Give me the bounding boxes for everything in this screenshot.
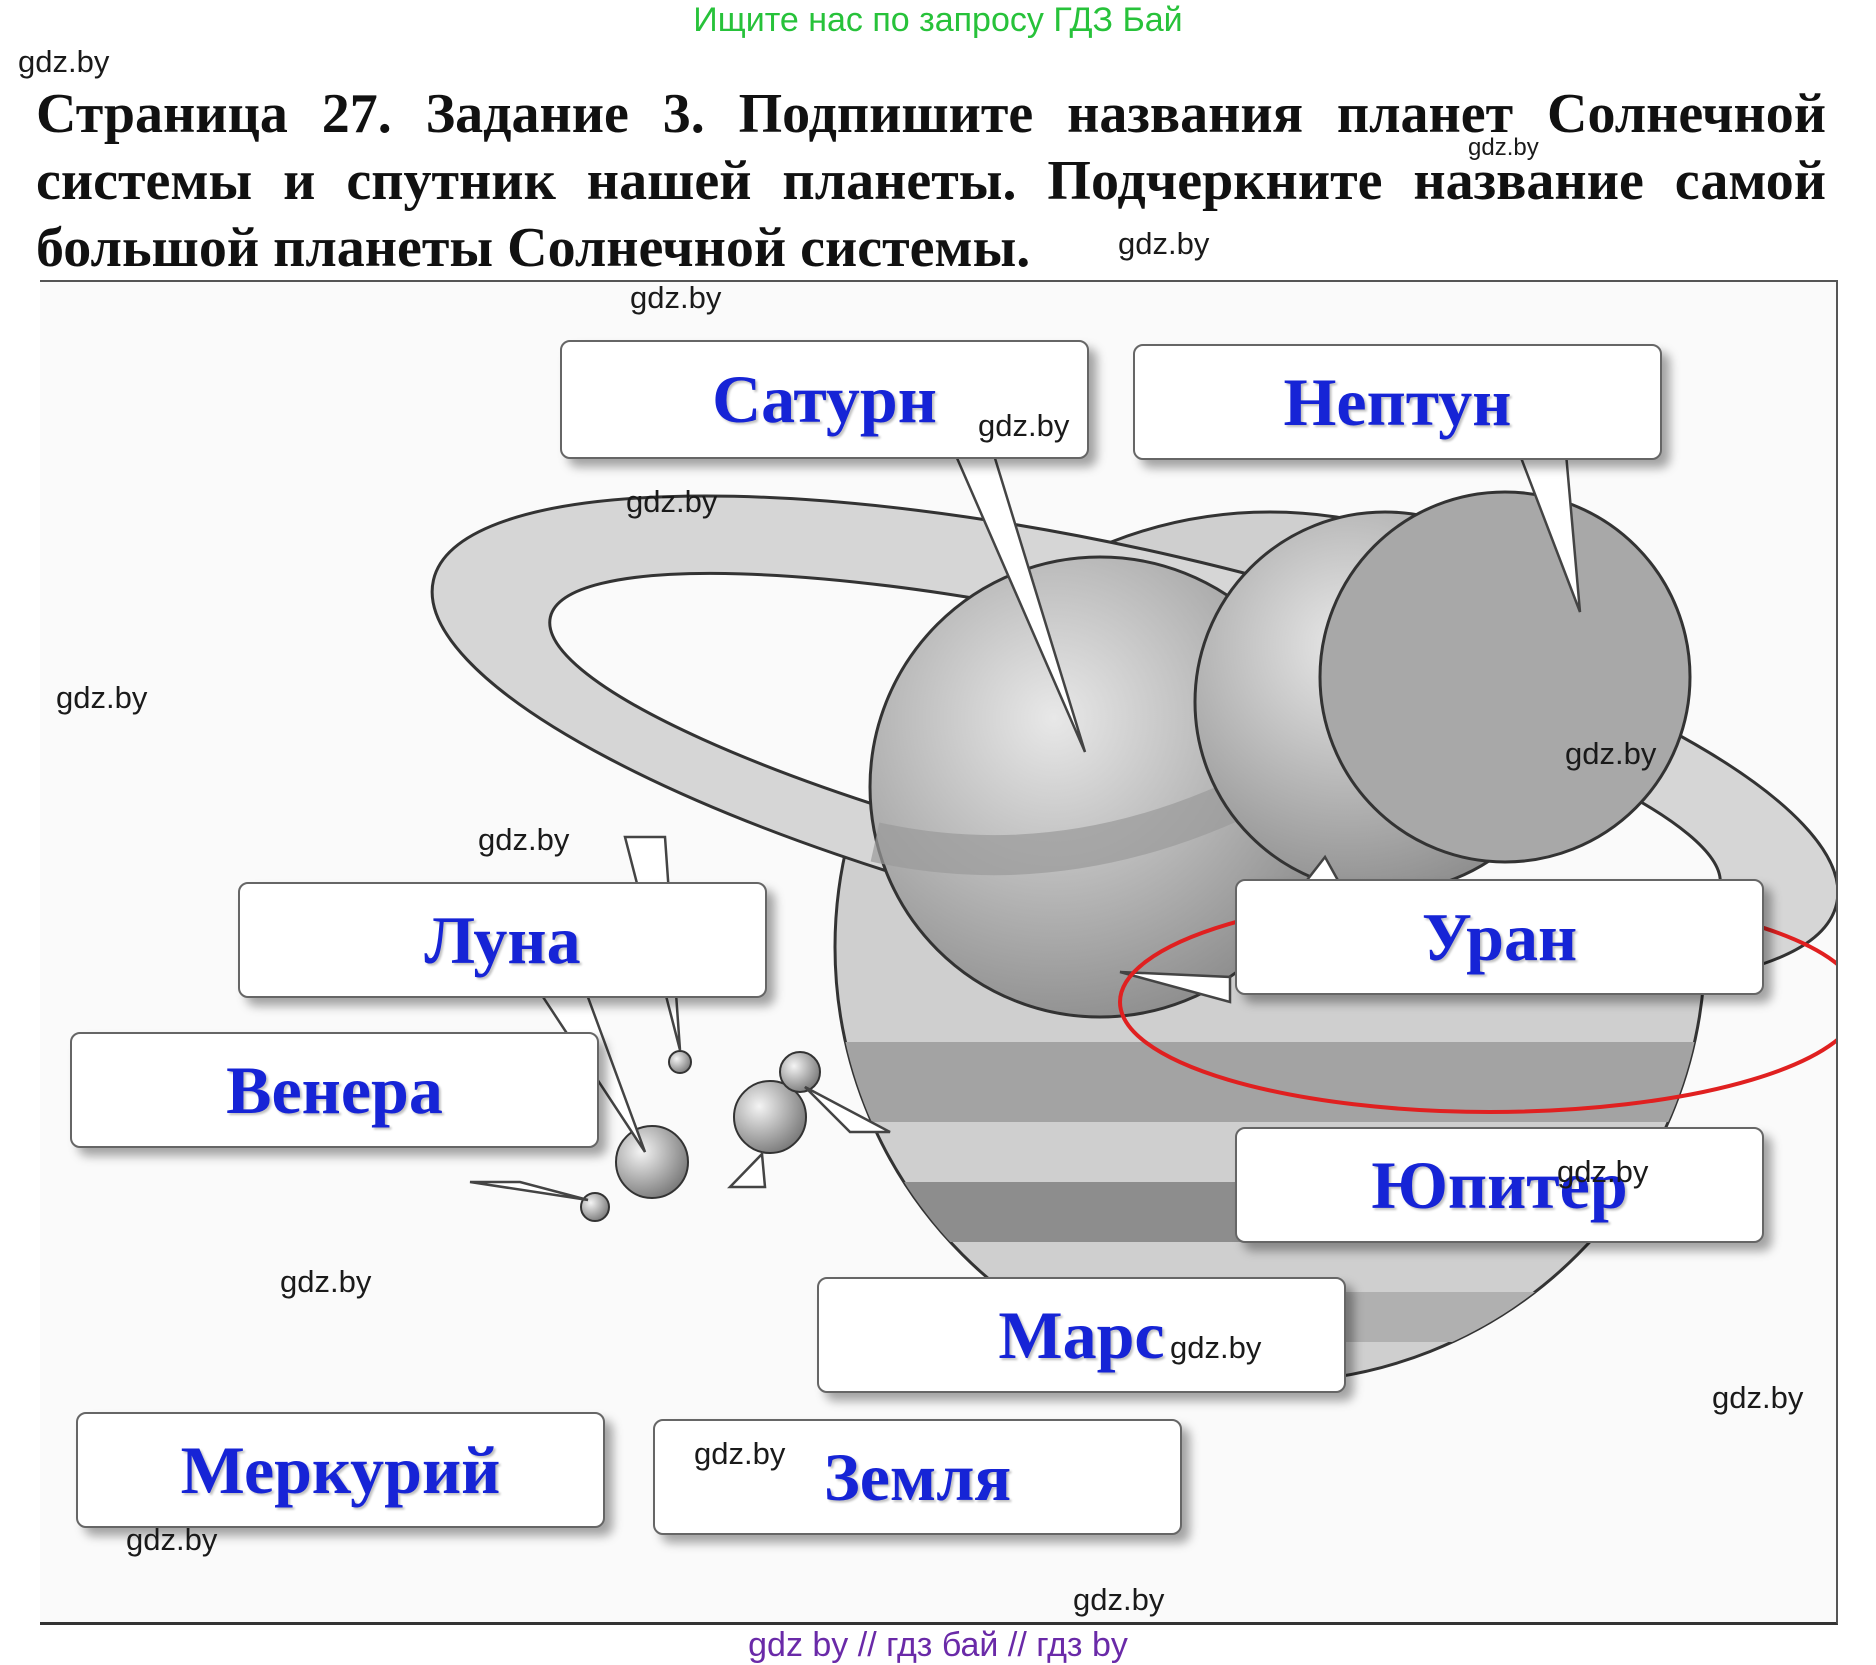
label-mars-text: Марс: [998, 1296, 1165, 1373]
label-neptune: Нептун: [1133, 344, 1662, 460]
task-title-line-3: большой планеты Солнечной системы.: [36, 217, 1031, 279]
moon-body: [668, 1050, 692, 1074]
watermark: gdz.by: [1073, 1582, 1165, 1617]
label-earth-text: Земля: [823, 1438, 1012, 1515]
label-earth: Земля: [653, 1419, 1182, 1535]
mercury-pointer: [469, 1180, 589, 1202]
footer-links[interactable]: gdz by // гдз бай // гдз by: [748, 1626, 1128, 1664]
label-jupiter: Юпитер: [1235, 1127, 1764, 1243]
neptune-planet: [1318, 490, 1692, 864]
mars-pointer: [804, 1085, 891, 1134]
earth-pointer: [727, 1151, 767, 1189]
watermark: gdz.by: [1565, 736, 1657, 771]
venus-body: [615, 1125, 689, 1199]
label-mars: Марс: [817, 1277, 1346, 1393]
task-title-line-1: Страница 27. Задание 3. Подпишите назван…: [36, 83, 1826, 145]
watermark: gdz.by: [18, 44, 110, 79]
watermark: gdz.by: [1468, 134, 1539, 161]
watermark: gdz.by: [56, 680, 148, 715]
solar-system-figure: Сатурн Нептун Уран Луна Венера Юпитер Ма…: [40, 280, 1838, 1625]
label-moon-text: Луна: [424, 901, 581, 978]
task-title-line-2: системы и спутник нашей планеты. Подчерк…: [36, 150, 1826, 212]
label-saturn: Сатурн: [560, 340, 1089, 459]
label-venus: Венера: [70, 1032, 599, 1148]
label-uranus-text: Уран: [1421, 898, 1578, 975]
label-neptune-text: Нептун: [1283, 363, 1512, 440]
watermark: gdz.by: [1118, 226, 1210, 261]
watermark: gdz.by: [694, 1436, 786, 1471]
label-mercury: Меркурий: [76, 1412, 605, 1528]
watermark: gdz.by: [626, 484, 718, 519]
watermark: gdz.by: [126, 1522, 218, 1557]
label-moon: Луна: [238, 882, 767, 998]
watermark: gdz.by: [280, 1264, 372, 1299]
mars-body: [779, 1051, 821, 1093]
top-banner[interactable]: Ищите нас по запросу ГДЗ Бай: [693, 1, 1183, 39]
watermark: gdz.by: [978, 408, 1070, 443]
label-venus-text: Венера: [226, 1051, 443, 1128]
planets-illustration: [430, 440, 1836, 1384]
label-saturn-text: Сатурн: [712, 361, 937, 437]
watermark: gdz.by: [478, 822, 570, 857]
mercury-body: [580, 1192, 610, 1222]
watermark: gdz.by: [630, 280, 722, 315]
jupiter-pointer: [1119, 970, 1232, 1004]
label-uranus: Уран: [1235, 879, 1764, 995]
label-mercury-text: Меркурий: [180, 1431, 501, 1508]
watermark: gdz.by: [1170, 1330, 1262, 1365]
label-jupiter-text: Юпитер: [1371, 1146, 1628, 1223]
watermark: gdz.by: [1712, 1380, 1804, 1415]
watermark: gdz.by: [1557, 1154, 1649, 1189]
earth-body: [733, 1080, 807, 1154]
